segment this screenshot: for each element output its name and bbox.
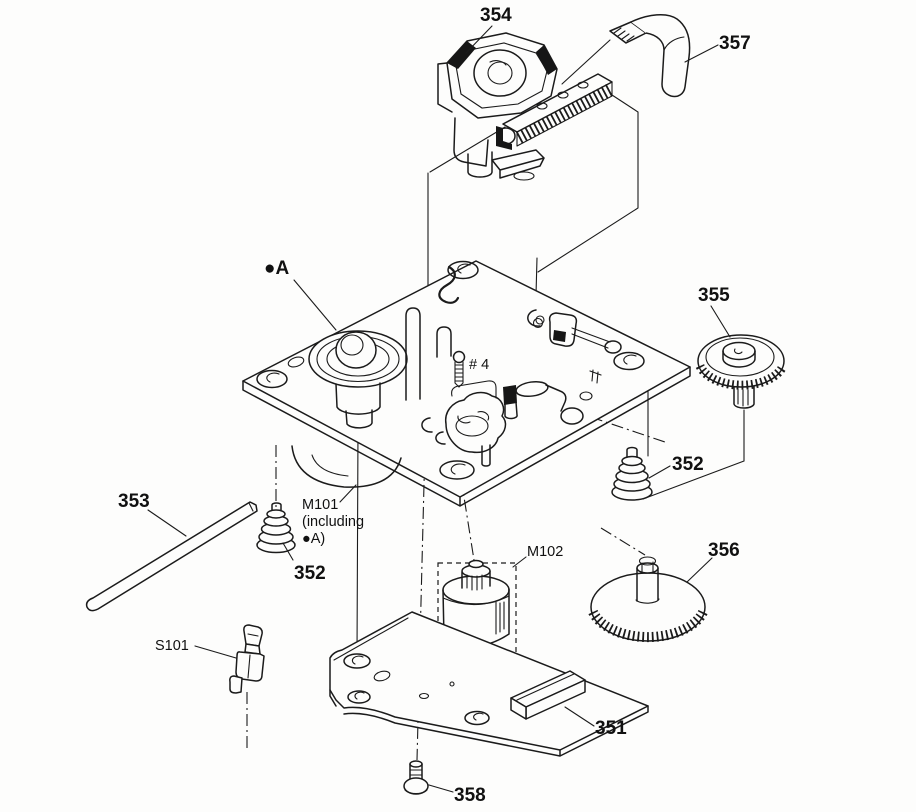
limit-switch-label: S101: [155, 638, 189, 654]
drive-gear-label: 356: [708, 540, 740, 561]
base-chassis: [329, 611, 649, 757]
mounting-screw: [403, 760, 429, 795]
guide-shaft: [85, 501, 258, 612]
insulator-grommet-left-leader-line: [282, 542, 294, 561]
point-a-marker-label: ●A: [264, 258, 289, 279]
sled-motor-leader-line: [512, 556, 527, 568]
guide-pillar-tall: [405, 307, 421, 401]
spindle-motor-label: M101(including●A): [302, 497, 364, 547]
sled-motor-label: M102: [527, 544, 563, 560]
insulator-grommet-right-leader-line: [648, 465, 671, 479]
flex-ribbon-cable-label: 357: [719, 33, 751, 54]
optical-pickup-leader-line: [465, 25, 493, 54]
spindle-motor-body: [291, 445, 402, 488]
mechanism-deck: [242, 260, 691, 507]
sled-rack: [502, 73, 615, 147]
guide-shaft-label: 353: [118, 491, 150, 512]
limit-switch: [229, 624, 265, 694]
screw-number-4-label: # 4: [469, 357, 489, 373]
sled-motor: [437, 559, 517, 659]
guide-pillar-short: [436, 326, 452, 358]
cam-lever-cluster: [421, 380, 593, 467]
insulator-grommet-right: [611, 446, 653, 501]
mounting-screw-label: 358: [454, 785, 486, 806]
point-a-marker-leader-line: [293, 279, 337, 331]
drive-gear: [588, 556, 708, 643]
base-chassis-leader-line: [564, 706, 595, 727]
spring-wire: [438, 265, 460, 304]
screw-4: [452, 350, 466, 388]
idler-gear: [695, 334, 788, 409]
optical-pickup-assembly: [437, 32, 615, 181]
idler-gear-leader-line: [710, 305, 731, 338]
turntable: [308, 330, 408, 429]
pickup-lower-body: [453, 117, 545, 181]
base-chassis-label: 351: [595, 718, 627, 739]
insulator-grommet-left: [256, 502, 296, 554]
spindle-motor-leader-line: [339, 484, 357, 503]
part-labels: 354 357 ●A 355 # 4 352 353 M101(including●A) M10…: [118, 5, 751, 806]
gear-train-cluster: [527, 309, 622, 384]
mounting-screw-leader-line: [428, 784, 454, 793]
limit-switch-leader-line: [194, 645, 237, 659]
objective-lens: [473, 49, 527, 97]
drive-gear-leader-line: [686, 557, 713, 583]
flex-ribbon-cable-leader-line: [684, 44, 719, 63]
insulator-grommet-left-label: 352: [294, 563, 326, 584]
connector-block: [510, 670, 586, 720]
optical-pickup-label: 354: [480, 5, 512, 26]
insulator-grommet-right-label: 352: [672, 454, 704, 475]
flex-ribbon-cable: [609, 14, 691, 98]
idler-gear-label: 355: [698, 285, 730, 306]
guide-shaft-leader-line: [147, 509, 187, 537]
